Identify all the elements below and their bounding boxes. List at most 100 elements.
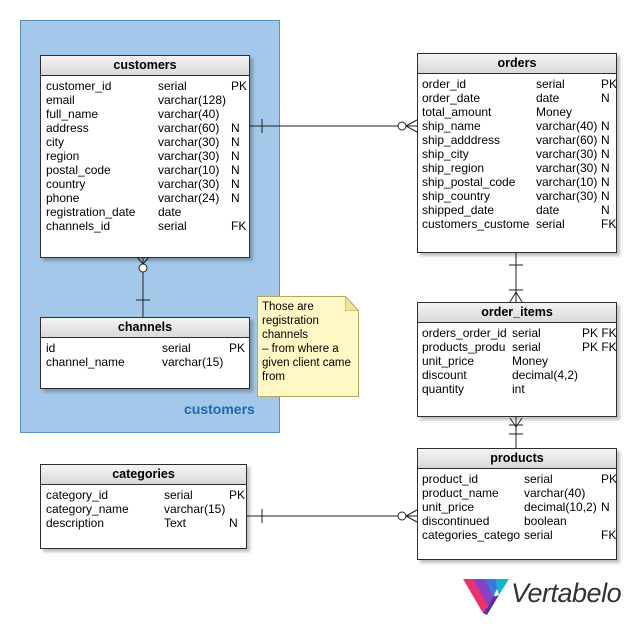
column-type: decimal(10,2) xyxy=(524,500,597,514)
vertabelo-logo-text: Vertabelo xyxy=(511,578,622,608)
column-name: ship_postal_code xyxy=(422,175,516,189)
column-flag: FK xyxy=(231,219,247,233)
column-flag: PK FK xyxy=(582,340,617,354)
column-row[interactable]: quantity int xyxy=(418,382,616,396)
vertabelo-logo-icon xyxy=(463,579,509,615)
rel-products-order-items-crow-1 xyxy=(509,417,517,428)
column-type: int xyxy=(512,382,525,396)
column-type: varchar(10) xyxy=(158,163,220,177)
column-name: quantity xyxy=(422,382,465,396)
column-type: varchar(60) xyxy=(536,133,598,147)
column-flag: N xyxy=(231,149,240,163)
rel-orders-order-items-crow-2 xyxy=(515,291,523,303)
table-title: customers xyxy=(41,56,249,76)
column-type: serial xyxy=(524,472,553,486)
column-row[interactable]: discontinued boolean xyxy=(418,514,616,528)
column-flag: PK xyxy=(601,472,618,486)
column-flag: N xyxy=(601,133,610,147)
column-flag: PK xyxy=(601,77,618,91)
table-title: channels xyxy=(41,318,249,338)
note-line: from xyxy=(262,371,285,383)
column-type: boolean xyxy=(524,514,567,528)
column-name: orders_order_id xyxy=(422,326,507,340)
column-name: postal_code xyxy=(46,163,111,177)
column-name: ship_adddress xyxy=(422,133,501,147)
column-flag: N xyxy=(231,135,240,149)
column-flag: FK xyxy=(601,217,617,231)
rel-customers-orders-optional-mark xyxy=(397,121,407,131)
column-type: varchar(40) xyxy=(524,486,586,500)
note-line: channels xyxy=(262,329,309,341)
column-name: address xyxy=(46,121,89,135)
column-type: varchar(10) xyxy=(536,175,598,189)
column-row[interactable]: ship_adddress varchar(60)N xyxy=(418,133,616,147)
column-name: phone xyxy=(46,191,80,205)
note-line: given client came xyxy=(262,357,351,369)
column-flag: PK xyxy=(229,488,246,502)
column-type: varchar(30) xyxy=(158,135,220,149)
rel-customers-orders-crow-2 xyxy=(405,125,418,133)
column-flag: N xyxy=(601,91,610,105)
column-name: discontinued xyxy=(422,514,490,528)
column-flag: N xyxy=(601,161,610,175)
note-fold-icon xyxy=(345,296,359,311)
column-name: unit_price xyxy=(422,354,475,368)
column-name: discount xyxy=(422,368,467,382)
column-name: product_name xyxy=(422,486,499,500)
rel-orders-order-items-crow-1 xyxy=(509,291,517,303)
column-flag: PK xyxy=(231,79,248,93)
column-row[interactable]: product_name varchar(40) xyxy=(418,486,616,500)
rel-categories-products-crow-2 xyxy=(405,515,418,523)
table-title: orders xyxy=(418,54,616,74)
column-type: varchar(30) xyxy=(536,189,598,203)
column-name: products_produ xyxy=(422,340,506,354)
column-name: ship_city xyxy=(422,147,469,161)
note-line: Those are xyxy=(262,301,314,313)
column-name: description xyxy=(46,516,105,530)
column-flag: N xyxy=(229,516,238,530)
note[interactable]: Those are registration channels – from w… xyxy=(257,296,359,397)
